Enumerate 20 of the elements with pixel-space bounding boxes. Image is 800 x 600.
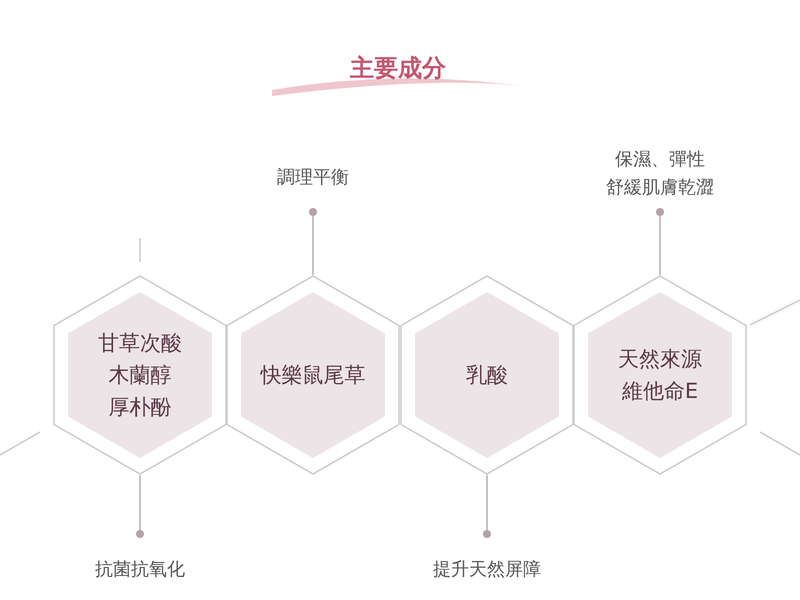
effect-label: 調理平衡 <box>277 166 349 190</box>
effect-label: 保濕、彈性 <box>615 148 705 172</box>
leader-line <box>309 208 317 275</box>
ingredient-name: 木蘭醇 <box>108 362 172 389</box>
leader-line <box>136 475 144 538</box>
hexagon-node <box>573 275 747 475</box>
ingredient-name: 甘草次酸 <box>98 330 182 357</box>
hexagon-node <box>226 275 400 475</box>
title: 主要成分 <box>270 52 526 100</box>
ingredient-name: 厚朴酚 <box>108 394 172 421</box>
hexagon-node <box>400 275 574 475</box>
effect-label: 抗菌抗氧化 <box>95 558 185 582</box>
ingredient-name: 乳酸 <box>466 362 508 389</box>
leader-line <box>656 208 664 275</box>
ingredient-name: 快樂鼠尾草 <box>260 362 366 389</box>
ingredient-name: 天然來源維他命E <box>617 346 703 405</box>
effect-label: 舒緩肌膚乾澀 <box>606 176 714 200</box>
hexagon-node <box>53 275 227 475</box>
effect-label: 提升天然屏障 <box>433 558 541 582</box>
leader-line <box>483 475 491 538</box>
